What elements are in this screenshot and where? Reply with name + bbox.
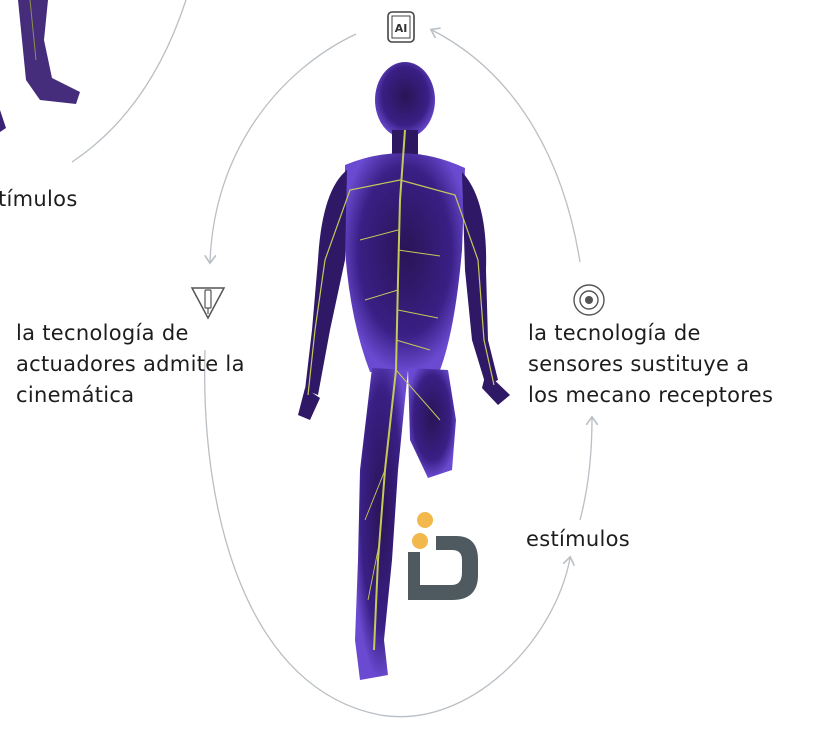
label-top-left-partial: tímulos bbox=[0, 187, 78, 211]
ai-chip-icon: AI bbox=[387, 11, 415, 43]
arc-ai-to-actuator bbox=[210, 33, 357, 262]
sensor-target-icon bbox=[573, 284, 605, 316]
actuators-line-1: la tecnología de bbox=[16, 321, 189, 345]
sensors-line-3: los mecano receptores bbox=[528, 383, 774, 407]
actuators-line-2: actuadores admite la bbox=[16, 352, 245, 376]
svg-text:AI: AI bbox=[395, 22, 408, 35]
label-actuators: la tecnología de actuadores admite la ci… bbox=[16, 318, 245, 411]
arc-bottom-loop bbox=[204, 349, 570, 718]
human-nervous-system-figure bbox=[298, 62, 510, 680]
arc-stimuli-to-sensor bbox=[579, 418, 592, 521]
arc-sensor-to-ai bbox=[432, 30, 581, 263]
partial-figure-top-left bbox=[0, 0, 80, 132]
sensors-line-1: la tecnología de bbox=[528, 321, 701, 345]
label-sensors: la tecnología de sensores sustituye a lo… bbox=[528, 318, 773, 411]
actuator-icon bbox=[190, 287, 226, 320]
connector-arc-top-left bbox=[71, 0, 187, 163]
label-stimuli: estímulos bbox=[526, 527, 631, 551]
sensors-line-2: sensores sustituye a bbox=[528, 352, 750, 376]
company-logo bbox=[408, 512, 478, 600]
actuators-line-3: cinemática bbox=[16, 383, 135, 407]
